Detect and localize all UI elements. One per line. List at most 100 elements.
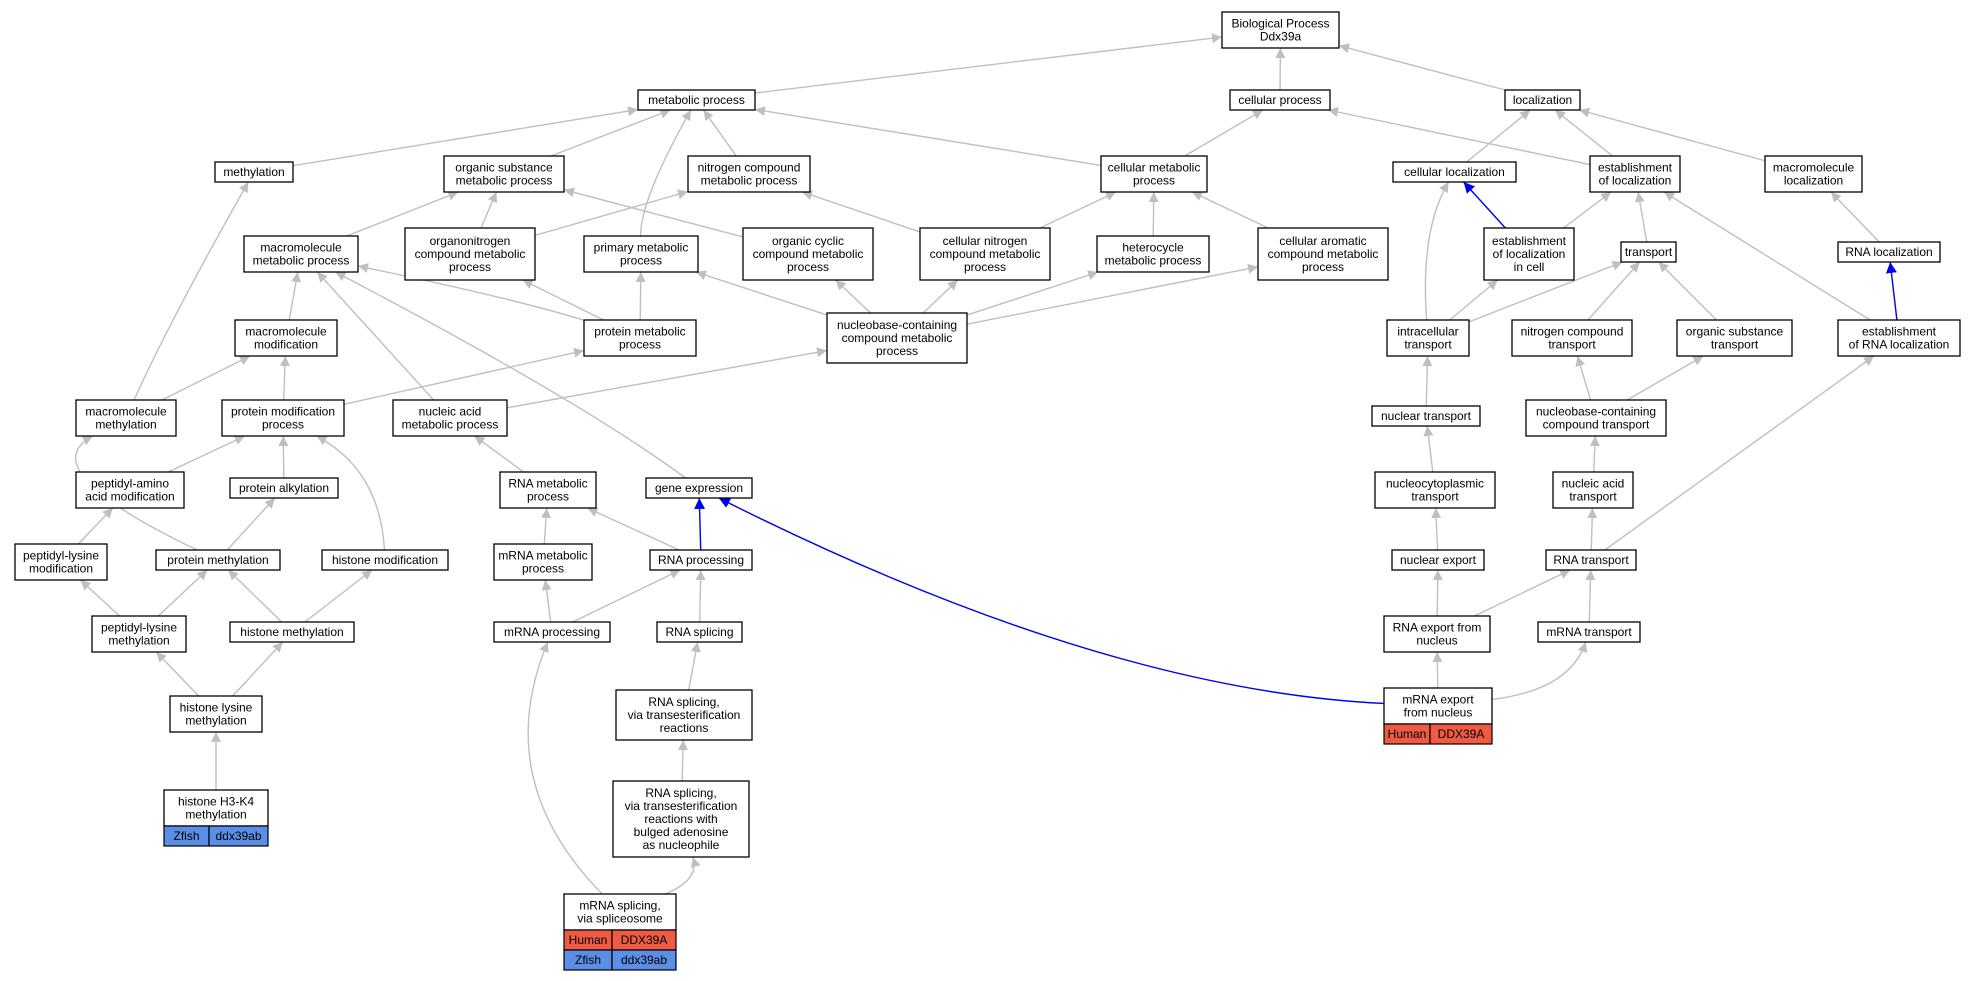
go-term-rna-splicing-bulged-adenosine[interactable]: RNA splicing,via transesterificationreac… — [612, 780, 750, 858]
edge-nucleobase-containing-compound-transport-to-organic-substance-transport — [1626, 355, 1704, 401]
go-term-methylation[interactable]: methylation — [214, 161, 294, 183]
go-term-label: transport — [1569, 490, 1617, 504]
edge-establishment-of-rna-localization-to-rna-localization — [1885, 261, 1898, 321]
gene-label: DDX39A — [621, 933, 668, 947]
edge-peptidyl-lysine-methylation-to-protein-methylation — [157, 569, 208, 617]
go-term-mrna-transport[interactable]: mRNA transport — [1537, 621, 1641, 643]
go-term-rna-transport[interactable]: RNA transport — [1545, 549, 1637, 571]
edge-nucleobase-containing-compound-transport-to-nitrogen-compound-transport — [1575, 355, 1592, 401]
go-term-metabolic-process[interactable]: metabolic process — [637, 89, 756, 111]
go-term-label: transport — [1711, 338, 1759, 352]
edge-establishment-of-localization-to-localization — [1554, 109, 1613, 157]
gene-cell — [611, 949, 677, 971]
go-term-label: metabolic process — [253, 254, 350, 268]
go-term-transport[interactable]: transport — [1620, 241, 1677, 263]
go-term-box — [1537, 621, 1641, 643]
edge-primary-metabolic-to-metabolic-process — [639, 109, 692, 237]
go-term-label: mRNA splicing, — [579, 899, 660, 913]
go-term-label: process — [522, 562, 564, 576]
edge-macromolecule-metabolic-to-organic-substance-metabolic — [346, 191, 459, 237]
go-term-rna-splicing[interactable]: RNA splicing — [656, 621, 743, 643]
go-term-rna-localization[interactable]: RNA localization — [1837, 241, 1941, 263]
go-term-gene-expression[interactable]: gene expression — [645, 477, 753, 499]
edge-organonitrogen-compound-metabolic-to-nitrogen-compound-metabolic — [534, 189, 689, 237]
go-term-label: in cell — [1514, 260, 1545, 274]
go-term-label: modification — [254, 338, 318, 352]
go-term-nuclear-export[interactable]: nuclear export — [1391, 549, 1485, 571]
go-term-label: bulged adenosine — [634, 825, 729, 839]
go-term-protein-methylation[interactable]: protein methylation — [155, 549, 281, 571]
edge-rna-splicing-transesterification-to-rna-splicing — [687, 641, 701, 691]
go-term-box — [499, 471, 597, 509]
go-term-box — [645, 477, 753, 499]
go-term-cellular-localization[interactable]: cellular localization — [1392, 161, 1517, 183]
go-term-localization[interactable]: localization — [1504, 89, 1581, 111]
edge-establishment-of-rna-localization-to-establishment-of-localization — [1663, 191, 1871, 321]
go-term-box — [75, 471, 185, 509]
go-term-rna-splicing-transesterification[interactable]: RNA splicing,via transesterificationreac… — [615, 689, 753, 741]
go-term-nuclear-transport[interactable]: nuclear transport — [1371, 405, 1481, 427]
go-term-mrna-processing[interactable]: mRNA processing — [493, 621, 611, 643]
go-term-label: nucleobase-containing — [1536, 405, 1656, 419]
edge-mrna-processing-to-mrna-metabolic — [541, 579, 552, 623]
edge-protein-metabolic-to-primary-metabolic — [635, 271, 646, 321]
go-term-box — [1221, 11, 1340, 49]
go-term-cellular-process[interactable]: cellular process — [1229, 89, 1331, 111]
edge-peptidyl-lysine-methylation-to-peptidyl-lysine-modification — [80, 579, 120, 617]
go-term-rna-processing[interactable]: RNA processing — [649, 549, 753, 571]
go-term-label: nuclear transport — [1381, 409, 1472, 423]
go-term-box — [214, 161, 294, 183]
go-term-label: cellular process — [1238, 93, 1321, 107]
go-term-histone-methylation[interactable]: histone methylation — [229, 621, 355, 643]
go-term-label: process — [262, 418, 304, 432]
go-term-box — [583, 319, 697, 357]
edge-mrna-transport-to-rna-transport — [1585, 569, 1596, 623]
edge-mrna-export-from-nucleus-to-rna-export-from-nucleus — [1432, 651, 1443, 689]
go-term-box — [404, 227, 536, 281]
go-term-label: mRNA export — [1402, 693, 1474, 707]
go-term-label: metabolic process — [648, 93, 745, 107]
go-term-label: histone modification — [332, 553, 438, 567]
go-term-protein-alkylation[interactable]: protein alkylation — [229, 477, 339, 499]
go-term-histone-modification[interactable]: histone modification — [321, 549, 449, 571]
edge-rna-export-from-nucleus-to-nuclear-export — [1432, 569, 1443, 617]
